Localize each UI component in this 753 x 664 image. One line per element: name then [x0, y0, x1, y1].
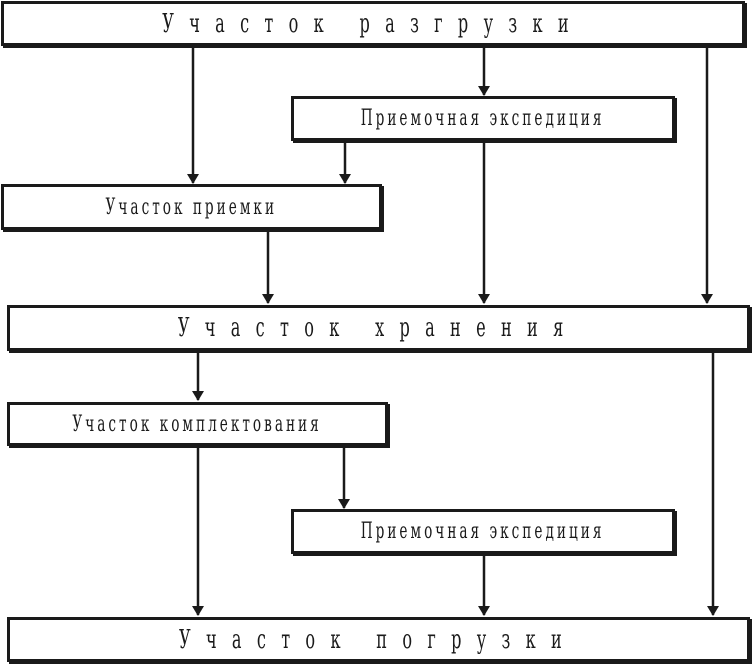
- node-unloading-area: Участок разгрузки: [1, 1, 745, 46]
- node-acceptance-area: Участок приемки: [1, 184, 382, 230]
- node-unloading-label: Участок разгрузки: [162, 8, 584, 39]
- node-reception-bottom-label: Приемочная экспедиция: [361, 519, 605, 544]
- node-reception-bottom: Приемочная экспедиция: [291, 509, 675, 554]
- node-loading-label: Участок погрузки: [179, 624, 578, 655]
- node-acceptance-label: Участок приемки: [105, 194, 278, 220]
- node-loading-area: Участок погрузки: [7, 617, 750, 662]
- node-reception-top-label: Приемочная экспедиция: [361, 106, 605, 131]
- node-reception-top: Приемочная экспедиция: [291, 96, 675, 141]
- node-picking-area: Участок комплектования: [7, 402, 388, 446]
- node-storage-area: Участок хранения: [7, 305, 750, 351]
- node-storage-label: Участок хранения: [178, 313, 579, 343]
- node-picking-label: Участок комплектования: [72, 411, 323, 437]
